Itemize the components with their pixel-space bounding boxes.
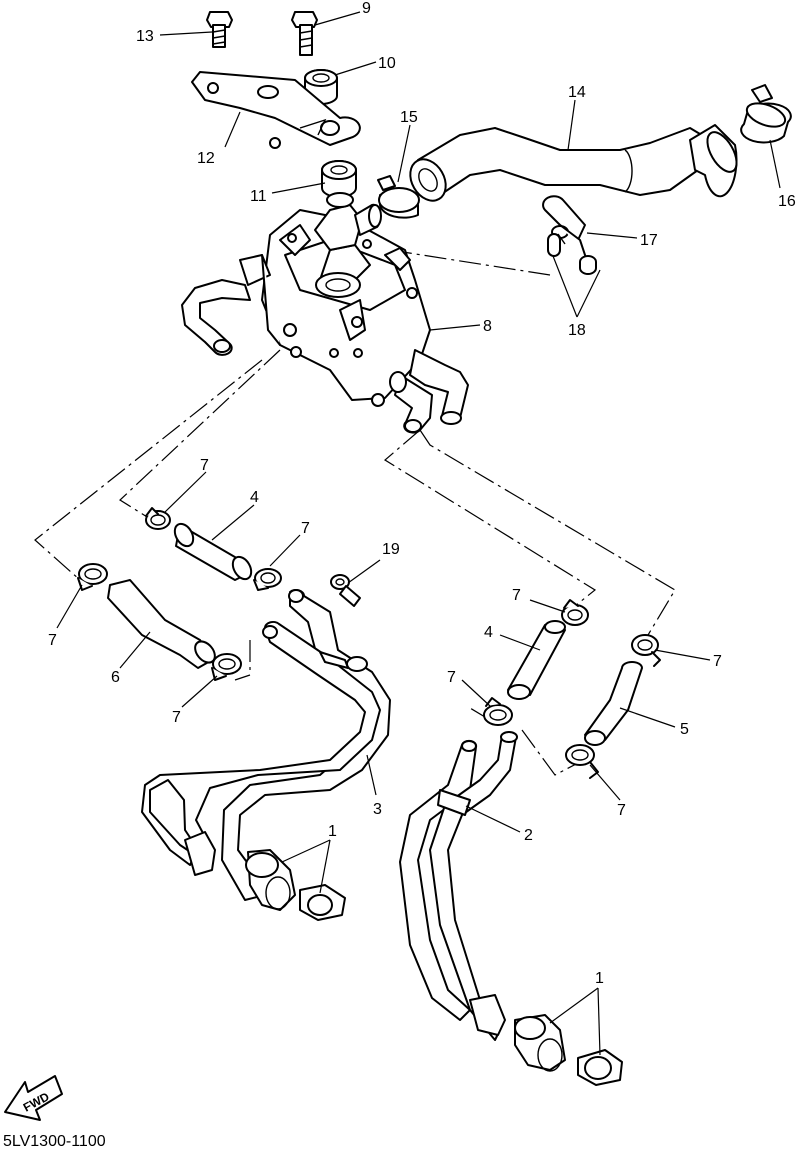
callout-13: 13 <box>136 28 154 45</box>
callout-1-upper: 1 <box>328 823 337 840</box>
callout-7-f: 7 <box>447 669 456 686</box>
hose-4-right <box>507 620 566 700</box>
callout-10: 10 <box>378 55 396 72</box>
grommet-11 <box>321 160 357 198</box>
callout-12: 12 <box>197 150 215 167</box>
callout-17: 17 <box>640 232 658 249</box>
pipe-3 <box>141 588 391 921</box>
callout-4-right: 4 <box>484 624 493 641</box>
callout-7-b: 7 <box>301 520 310 537</box>
air-cut-valve-8 <box>181 192 469 434</box>
callout-9: 9 <box>362 0 371 17</box>
clamp-7-far-left <box>77 563 108 591</box>
callout-4-left: 4 <box>250 489 259 506</box>
clamp-7-far-right <box>631 634 661 667</box>
callout-7-c: 7 <box>48 632 57 649</box>
callout-16: 16 <box>778 193 796 210</box>
hose-17 <box>542 195 586 256</box>
bolt-9 <box>291 11 318 56</box>
callout-1-lower: 1 <box>595 970 604 987</box>
bolt-13 <box>206 11 233 48</box>
callout-11: 11 <box>250 188 267 205</box>
clamp-15 <box>377 175 420 219</box>
callout-19: 19 <box>382 541 400 558</box>
clamp-7-upper-left <box>145 507 171 530</box>
callout-7-d: 7 <box>172 709 181 726</box>
fwd-arrow-icon: FWD <box>4 1075 63 1121</box>
clamp-7-lower-right <box>565 744 599 779</box>
callout-18: 18 <box>568 322 586 339</box>
clamp-7-upper-right <box>561 599 589 626</box>
bracket-12 <box>191 71 361 149</box>
clamp-7-mid-left <box>253 568 282 591</box>
callout-8: 8 <box>483 318 492 335</box>
callouts: 13 9 10 12 14 15 11 16 17 18 8 7 4 7 7 6… <box>48 0 796 987</box>
leader-lines <box>56 11 781 1056</box>
hose-5 <box>584 661 643 746</box>
hose-4-left <box>173 522 253 581</box>
callout-7-h: 7 <box>617 802 626 819</box>
drawing-code: 5LV1300-1100 <box>3 1133 106 1150</box>
callout-3: 3 <box>373 801 382 818</box>
callout-7-g: 7 <box>713 653 722 670</box>
callout-7-a: 7 <box>200 457 209 474</box>
callout-7-e: 7 <box>512 587 521 604</box>
callout-5: 5 <box>680 721 689 738</box>
hose-6 <box>107 579 216 669</box>
screw-19 <box>330 574 361 607</box>
clamp-16 <box>740 84 792 144</box>
hose-14 <box>409 124 738 202</box>
callout-2: 2 <box>524 827 533 844</box>
alignment-lines <box>34 249 676 776</box>
callout-15: 15 <box>400 109 418 126</box>
clamp-7-mid-right <box>483 697 513 726</box>
callout-6: 6 <box>111 669 120 686</box>
clip-18 <box>547 233 597 275</box>
pipe-2 <box>399 731 623 1086</box>
callout-14: 14 <box>568 84 586 101</box>
